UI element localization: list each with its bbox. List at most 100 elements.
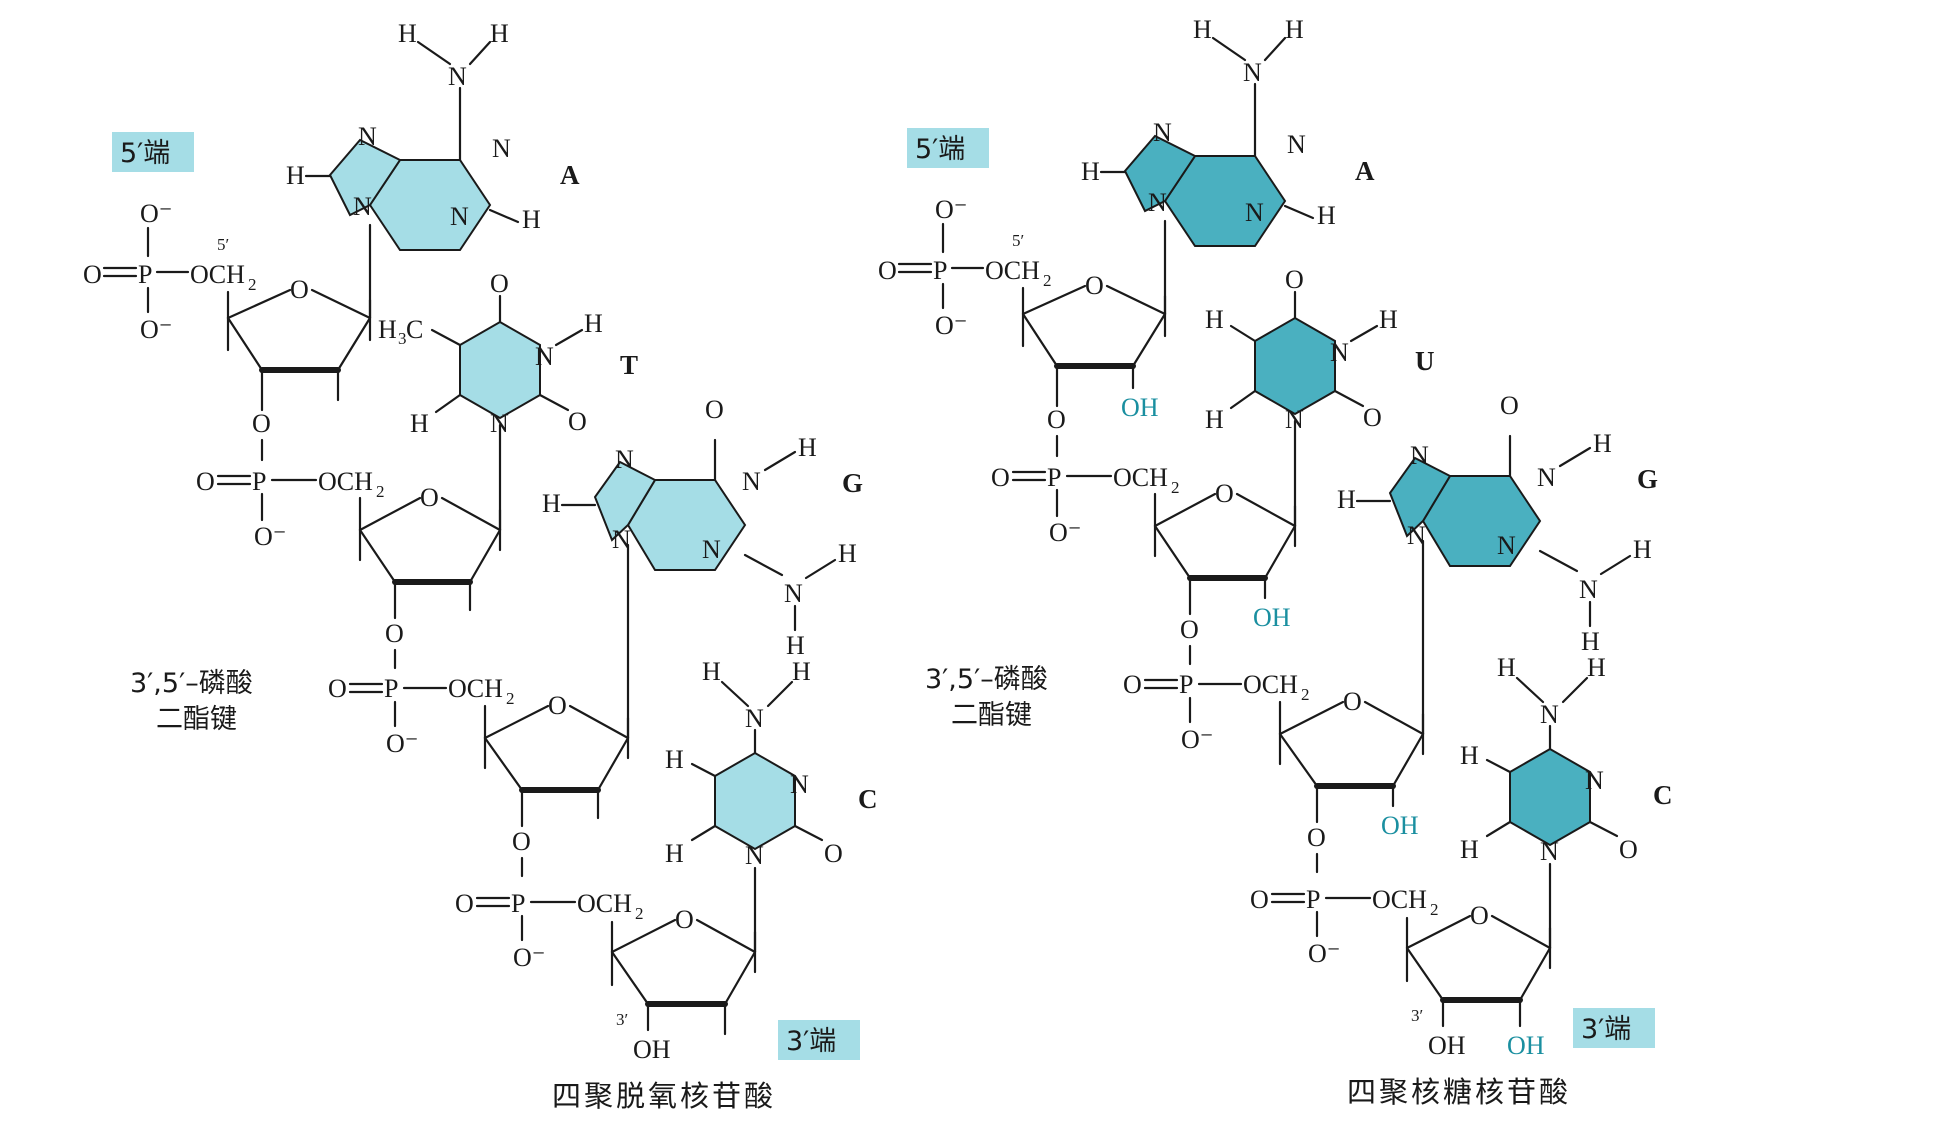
rna-tetramer: 5′端 O⁻ O P O⁻ OCH 2 5′ O OH [878, 15, 1673, 1109]
dna-caption: 四聚脱氧核苷酸 [552, 1079, 776, 1113]
atom-o-minus: O⁻ [935, 195, 968, 224]
dna-5-end-label: 5′端 [120, 138, 170, 169]
atom-n: N [784, 579, 803, 608]
atom-h: H [786, 631, 805, 660]
atom-o: O [328, 674, 347, 703]
atom-p: P [933, 256, 947, 285]
rna-base-adenine: N N N N H H N H H A [1081, 15, 1375, 247]
base-letter-u: U [1415, 346, 1435, 376]
atom-o: O [1123, 670, 1142, 699]
rna-sugar-3: O OH O [1278, 539, 1425, 874]
label-3-prime: 3′ [616, 1010, 628, 1029]
atom-o: O [1180, 615, 1199, 644]
atom-h: H [665, 745, 684, 774]
atom-o: O [490, 269, 509, 298]
atom-h: H [1497, 653, 1516, 682]
atom-n: N [1243, 58, 1262, 87]
atom-n: N [742, 467, 761, 496]
atom-o: O [83, 260, 102, 289]
atom-o: O [1363, 403, 1382, 432]
base-letter-g: G [1637, 464, 1658, 494]
atom-h: H [1205, 305, 1224, 334]
rna-phosphate-1: O⁻ O P O⁻ OCH 2 5′ [878, 195, 1052, 340]
subscript: 2 [248, 275, 257, 294]
rna-bond-label-line1: 3′,5′–磷酸 [925, 664, 1048, 695]
rna-2-oh: OH [1381, 811, 1419, 840]
rna-3-end-tag [1573, 1008, 1655, 1048]
base-letter-g: G [842, 468, 863, 498]
base-letter-t: T [620, 350, 638, 380]
label-5-prime: 5′ [1012, 231, 1024, 250]
atom-n: N [1245, 198, 1264, 227]
atom-h: H [542, 489, 561, 518]
atom-n: N [1153, 118, 1172, 147]
atom-h: H [665, 839, 684, 868]
subscript: 2 [1043, 271, 1052, 290]
atom-o: O [290, 275, 309, 304]
atom-och2: OCH [190, 260, 245, 289]
rna-phosphate-3: O P O⁻ OCH 2 [1123, 670, 1310, 754]
atom-och2: OCH [577, 889, 632, 918]
atom-och2: OCH [448, 674, 503, 703]
rna-bond-label-line2: 二酯键 [951, 700, 1032, 731]
atom-o: O [1500, 391, 1519, 420]
atom-h: H [838, 539, 857, 568]
atom-p: P [511, 889, 525, 918]
atom-n: N [615, 445, 634, 474]
atom-o: O [196, 467, 215, 496]
atom-h: H [1379, 305, 1398, 334]
rna-sugar-4: O OH 3′ OH [1405, 862, 1552, 1060]
dna-sugar-1: O O [226, 223, 372, 462]
atom-o-minus: O⁻ [935, 311, 968, 340]
atom-o: O [705, 395, 724, 424]
atom-n: N [702, 535, 721, 564]
subscript: 2 [376, 482, 385, 501]
atom-o-minus: O⁻ [140, 199, 173, 228]
atom-h: H [1460, 741, 1479, 770]
atom-n: N [745, 704, 764, 733]
atom-o: O [1343, 687, 1362, 716]
atom-o: O [1085, 271, 1104, 300]
dna-bond-label-line2: 二酯键 [156, 704, 237, 735]
rna-2-oh: OH [1121, 393, 1159, 422]
rna-phosphate-2: O P O⁻ OCH 2 [991, 463, 1180, 547]
atom-n: N [1287, 130, 1306, 159]
atom-o: O [1047, 405, 1066, 434]
atom-p: P [138, 260, 152, 289]
atom-o: O [385, 619, 404, 648]
atom-p: P [252, 467, 266, 496]
subscript: 2 [1430, 900, 1439, 919]
atom-n: N [1407, 521, 1426, 550]
rna-phosphate-4: O P O⁻ OCH 2 [1250, 885, 1439, 968]
atom-p: P [1306, 885, 1320, 914]
dna-bond-label-line1: 3′,5′–磷酸 [130, 668, 253, 699]
atom-n: N [1540, 837, 1559, 866]
atom-och2: OCH [1243, 670, 1298, 699]
dna-phosphate-4: O P O⁻ OCH 2 [455, 889, 644, 972]
rna-2-oh: OH [1253, 603, 1291, 632]
rna-base-uracil: N N O O H H H U [1205, 265, 1435, 434]
atom-h: H [702, 657, 721, 686]
atom-h: H [1593, 429, 1612, 458]
atom-o-minus: O⁻ [1181, 725, 1214, 754]
atom-h: H [1193, 15, 1212, 44]
dna-3-end-label: 3′端 [786, 1026, 836, 1057]
atom-p: P [1047, 463, 1061, 492]
atom-och2: OCH [1372, 885, 1427, 914]
atom-n: N [490, 409, 509, 438]
rna-2-oh: OH [1507, 1031, 1545, 1060]
atom-och2: OCH [1113, 463, 1168, 492]
dna-phosphate-1: O⁻ O P O⁻ OCH 2 5′ [83, 199, 257, 344]
atom-h3c: H [378, 315, 397, 344]
atom-n: N [353, 192, 372, 221]
atom-h: H [1581, 627, 1600, 656]
atom-h: H [1081, 157, 1100, 186]
atom-p: P [1179, 670, 1193, 699]
atom-o: O [420, 483, 439, 512]
atom-n: N [1579, 575, 1598, 604]
atom-h: H [1633, 535, 1652, 564]
base-letter-c: C [1653, 780, 1673, 810]
dna-tetramer: 5′端 O⁻ O P O⁻ OCH 2 5′ O [83, 19, 878, 1113]
